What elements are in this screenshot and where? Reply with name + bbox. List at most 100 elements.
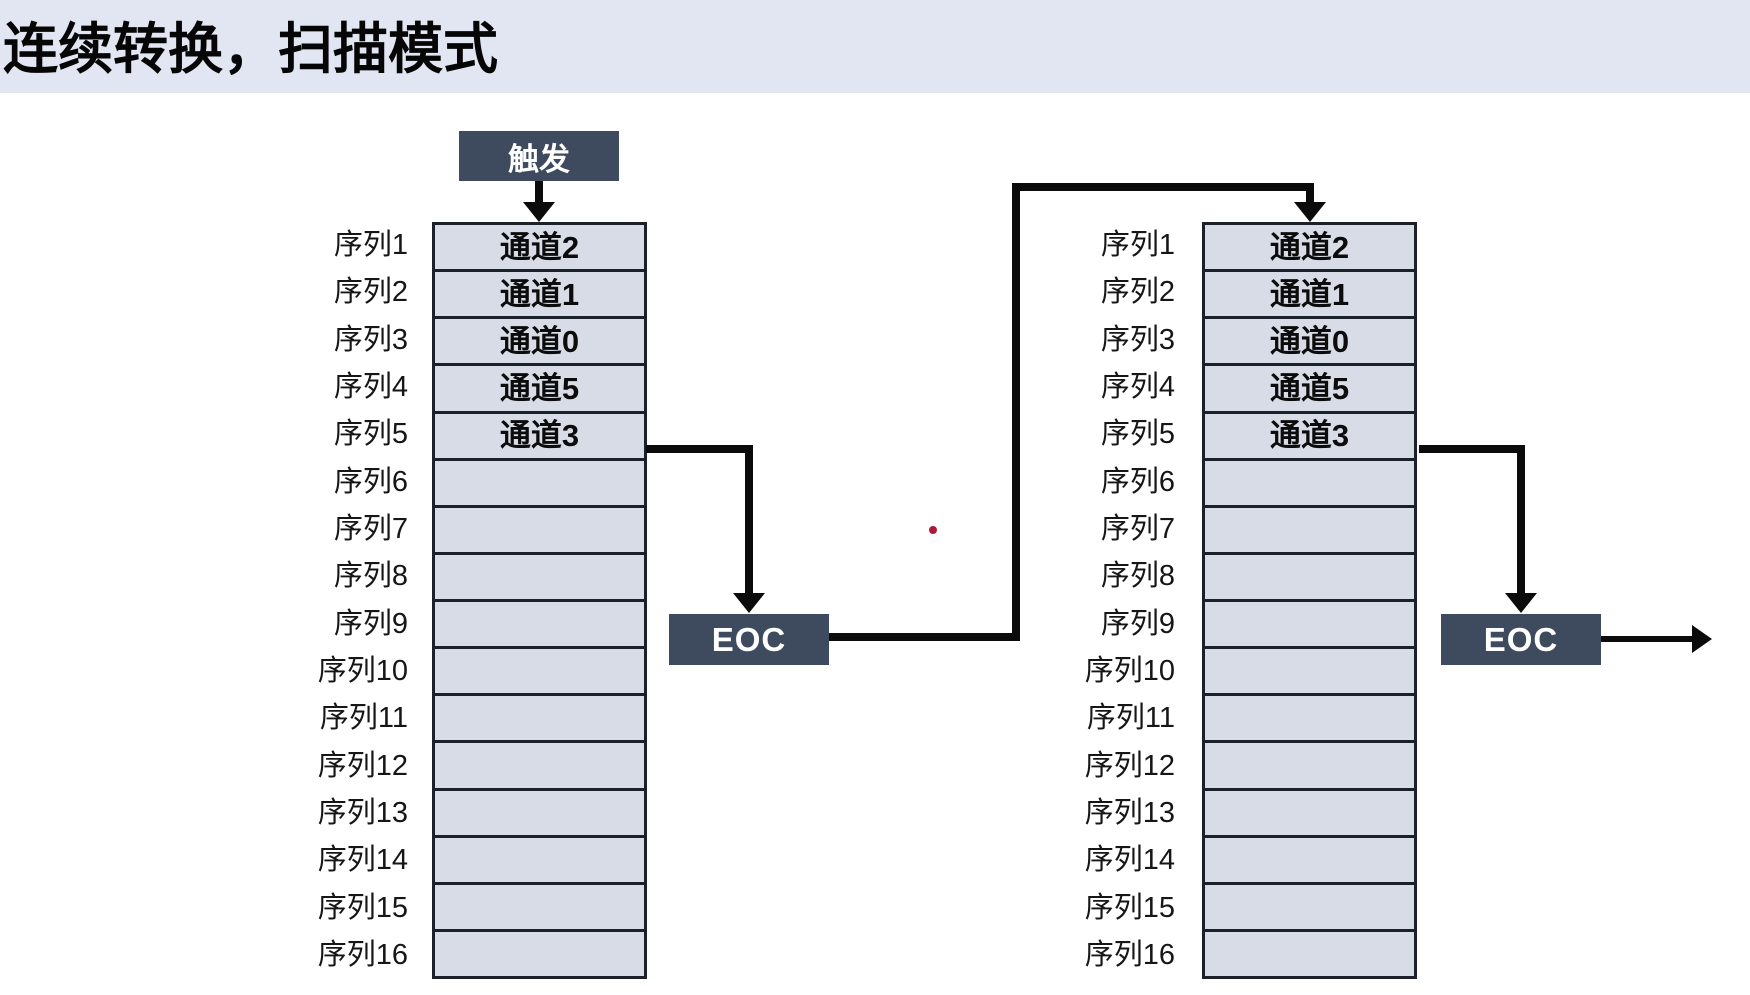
sequence-row-label: 序列5 [1100,418,1175,451]
sequence-row-label: 序列16 [1084,938,1175,971]
connector-left-row5-vertical [745,445,753,595]
sequence-row [435,885,644,932]
sequence-row: 通道2 [435,225,644,273]
eoc-box-right: EOC [1441,614,1601,665]
sequence-table-left: 通道2 通道1 通道0 通道5 通道3 [432,222,647,979]
channel-value: 通道0 [1269,323,1350,359]
channel-value: 通道2 [1269,229,1350,265]
connector-right-table-entry-shaft [1306,183,1314,206]
channel-value: 通道3 [499,418,580,454]
sequence-row-label: 序列10 [1084,654,1175,687]
trigger-arrowhead-icon [523,202,555,222]
sequence-row-label: 序列6 [333,465,408,498]
sequence-row-label: 序列15 [1084,891,1175,924]
header-band: 连续转换，扫描模式 [0,0,1750,93]
sequence-row-label: 序列2 [333,276,408,309]
sequence-row-label: 序列4 [333,371,408,404]
sequence-row [435,555,644,602]
sequence-row [435,838,644,885]
sequence-row-label: 序列1 [333,229,408,262]
sequence-row: 通道3 [1205,414,1414,461]
sequence-row-label: 序列5 [333,418,408,451]
channel-value: 通道5 [1269,370,1350,406]
laser-pointer-dot [929,526,937,534]
sequence-row-label: 序列1 [1100,229,1175,262]
sequence-row-label: 序列12 [1084,749,1175,782]
sequence-row-label: 序列13 [317,796,408,829]
channel-value: 通道0 [499,323,580,359]
sequence-row [1205,602,1414,650]
channel-value: 通道3 [1269,418,1350,454]
channel-value: 通道2 [499,229,580,265]
sequence-row [435,602,644,650]
sequence-row-label: 序列6 [1100,465,1175,498]
sequence-row-label: 序列11 [1086,702,1175,735]
sequence-row-label: 序列16 [317,938,408,971]
eoc-right-arrowhead-icon [1505,593,1537,613]
sequence-row [1205,555,1414,602]
sequence-row-label: 序列15 [317,891,408,924]
sequence-row-label: 序列7 [1100,513,1175,546]
sequence-row: 通道0 [1205,319,1414,367]
sequence-row: 通道1 [435,272,644,320]
sequence-row: 通道2 [1205,225,1414,273]
connector-right-row5-horizontal [1419,445,1525,453]
sequence-row-label: 序列9 [333,607,408,640]
trigger-label: 触发 [508,141,570,177]
sequence-row [435,791,644,838]
sequence-label-column-left: 序列1 序列2 序列3 序列4 序列5 序列6 序列7 序列8 序列9 序列10 序列11 序列12 序… [228,222,408,979]
sequence-row: 通道1 [1205,272,1414,320]
sequence-row-label: 序列3 [1100,323,1175,356]
sequence-row [1205,791,1414,838]
sequence-row [435,461,644,508]
sequence-row [435,743,644,791]
connector-eoc-to-right-bottom-horizontal [829,633,1020,641]
right-table-entry-arrowhead-icon [1294,202,1326,222]
sequence-row [435,696,644,744]
sequence-row-label: 序列8 [333,560,408,593]
sequence-row: 通道5 [435,366,644,414]
sequence-table-right: 通道2 通道1 通道0 通道5 通道3 [1202,222,1417,979]
sequence-row [1205,649,1414,697]
sequence-row-label: 序列7 [333,513,408,546]
sequence-row: 通道0 [435,319,644,367]
sequence-row [1205,508,1414,555]
eoc-left-arrowhead-icon [733,593,765,613]
eoc-left-label: EOC [711,620,787,658]
connector-eoc-to-right-vertical [1012,183,1020,641]
exit-arrowhead-icon [1692,625,1712,653]
sequence-row [1205,743,1414,791]
sequence-row [435,508,644,555]
sequence-row-label: 序列3 [333,323,408,356]
sequence-row-label: 序列10 [317,654,408,687]
sequence-row [1205,932,1414,976]
sequence-row-label: 序列13 [1084,796,1175,829]
sequence-row-label: 序列14 [1084,844,1175,877]
sequence-row [435,649,644,697]
eoc-right-label: EOC [1483,620,1559,658]
sequence-row-label: 序列11 [319,702,408,735]
sequence-row-label: 序列12 [317,749,408,782]
connector-left-row5-horizontal [646,445,753,453]
sequence-row: 通道5 [1205,366,1414,414]
channel-value: 通道5 [499,370,580,406]
sequence-row: 通道3 [435,414,644,461]
sequence-row [435,932,644,976]
sequence-row-label: 序列4 [1100,371,1175,404]
trigger-arrow-shaft [535,181,543,203]
sequence-row-label: 序列2 [1100,276,1175,309]
page-title: 连续转换，扫描模式 [3,18,499,80]
eoc-box-left: EOC [669,614,829,665]
sequence-row [1205,838,1414,885]
sequence-row-label: 序列8 [1100,560,1175,593]
sequence-row-label: 序列14 [317,844,408,877]
connector-right-row5-vertical [1517,445,1525,593]
channel-value: 通道1 [1269,276,1350,312]
connector-eoc-right-exit [1601,636,1694,642]
sequence-row [1205,885,1414,932]
channel-value: 通道1 [499,276,580,312]
connector-eoc-to-right-top-horizontal [1012,183,1314,191]
trigger-box: 触发 [459,131,619,181]
